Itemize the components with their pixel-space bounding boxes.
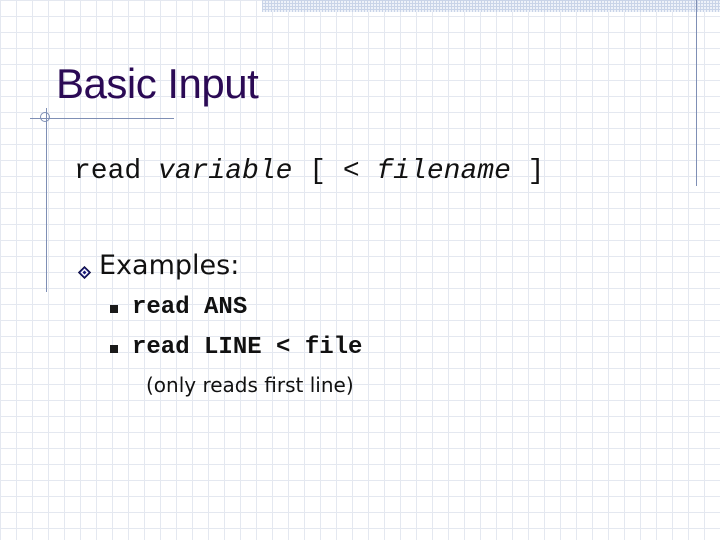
syntax-redirect: [ < <box>292 156 377 187</box>
title-circle-ornament <box>40 112 50 122</box>
list-item: read ANS <box>110 294 247 321</box>
square-bullet-icon <box>110 344 118 353</box>
example-note: (only reads first line) <box>146 373 354 397</box>
syntax-bracket-close: ] <box>510 156 545 187</box>
square-bullet-icon <box>110 304 118 313</box>
diamond-icon <box>77 255 92 280</box>
right-divider-line <box>696 0 697 186</box>
syntax-filename-argument: filename <box>376 156 511 187</box>
syntax-command: read <box>74 156 159 187</box>
example-read-line-file: read LINE < file <box>132 334 363 361</box>
examples-label: Examples: <box>99 250 240 281</box>
top-decorative-bar <box>262 0 720 12</box>
example-read-ans: read ANS <box>132 294 248 321</box>
title-underline <box>30 118 174 119</box>
slide-title: Basic Input <box>56 60 259 107</box>
list-item: read LINE < file <box>110 334 362 361</box>
command-syntax: read variable [ < filename ] <box>74 156 544 187</box>
left-divider-line <box>46 108 47 292</box>
syntax-variable-argument: variable <box>158 156 293 187</box>
examples-bullet: Examples: <box>77 250 240 281</box>
